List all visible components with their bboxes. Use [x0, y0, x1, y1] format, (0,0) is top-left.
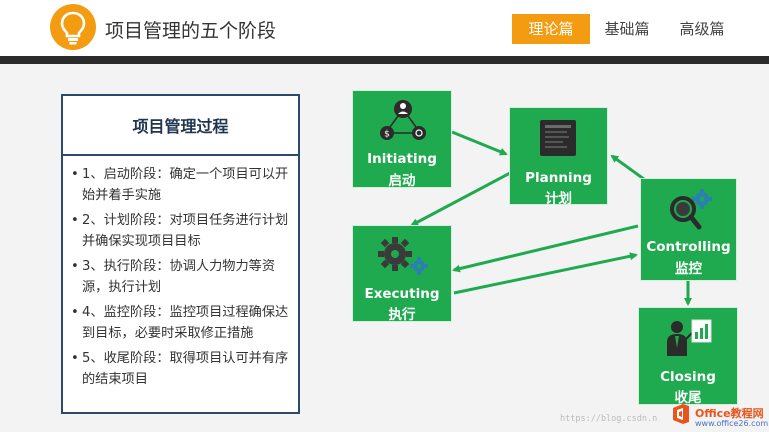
list-item: •2、计划阶段：对项目任务进行计划并确保实现项目目标: [71, 210, 290, 252]
phase-label-cn: 收尾: [674, 390, 702, 406]
panel-title: 项目管理过程: [132, 117, 229, 136]
bullet-icon: •: [71, 351, 79, 366]
tab-basics[interactable]: 基础篇: [604, 20, 650, 38]
watermark-text: https://blog.csdn.n: [560, 414, 658, 424]
site-url: www.office26.com: [695, 419, 769, 428]
header-divider: [0, 56, 769, 64]
network-people-icon: $: [380, 100, 426, 140]
panel-header: 项目管理过程: [63, 96, 298, 156]
phase-initiating: $ Initiating 启动: [352, 90, 452, 189]
page-title: 项目管理的五个阶段: [105, 20, 277, 42]
phase-label-en: Closing: [660, 369, 716, 385]
phase-executing: Executing 执行: [352, 225, 452, 323]
phase-label-en: Executing: [364, 286, 440, 302]
process-list: •1、启动阶段：确定一个项目可以开始并着手实施 •2、计划阶段：对项目任务进行计…: [63, 156, 298, 390]
svg-text:$: $: [384, 130, 390, 140]
lightbulb-logo-icon: [50, 4, 96, 50]
list-item: •4、监控阶段：监控项目过程确保达到目标，必要时采取修正措施: [71, 302, 290, 344]
phase-label-en: Initiating: [367, 151, 437, 167]
list-item: •1、启动阶段：确定一个项目可以开始并着手实施: [71, 164, 290, 206]
phase-label-cn: 监控: [675, 261, 702, 277]
bullet-icon: •: [71, 167, 79, 182]
list-item: •5、收尾阶段：取得项目认可并有序的结束项目: [71, 348, 290, 390]
phase-label-cn: 启动: [388, 173, 416, 189]
bullet-icon: •: [71, 305, 79, 320]
list-item: •3、执行阶段：协调人力物力等资源，执行计划: [71, 256, 290, 298]
header: 项目管理的五个阶段 理论篇 基础篇 高级篇: [0, 0, 769, 58]
presenter-icon: [667, 319, 712, 356]
tab-theory[interactable]: 理论篇: [512, 14, 590, 44]
process-panel: 项目管理过程 •1、启动阶段：确定一个项目可以开始并着手实施 •2、计划阶段：对…: [61, 94, 300, 414]
phase-label-en: Controlling: [646, 239, 731, 255]
phase-label-cn: 执行: [388, 307, 416, 323]
site-name: Office教程网: [695, 407, 764, 420]
bullet-icon: •: [71, 213, 79, 228]
office-logo-icon: [673, 404, 689, 424]
gears-icon: [378, 237, 428, 275]
document-icon: [540, 120, 576, 156]
tab-advanced[interactable]: 高级篇: [679, 20, 725, 38]
phase-label-en: Planning: [525, 170, 592, 186]
search-gear-icon: [670, 189, 712, 230]
bullet-icon: •: [71, 259, 79, 274]
phase-label-cn: 计划: [545, 191, 572, 207]
phase-controlling: Controlling 监控: [640, 178, 737, 281]
phase-planning: Planning 计划: [509, 107, 608, 207]
phase-closing: Closing 收尾: [638, 307, 738, 406]
